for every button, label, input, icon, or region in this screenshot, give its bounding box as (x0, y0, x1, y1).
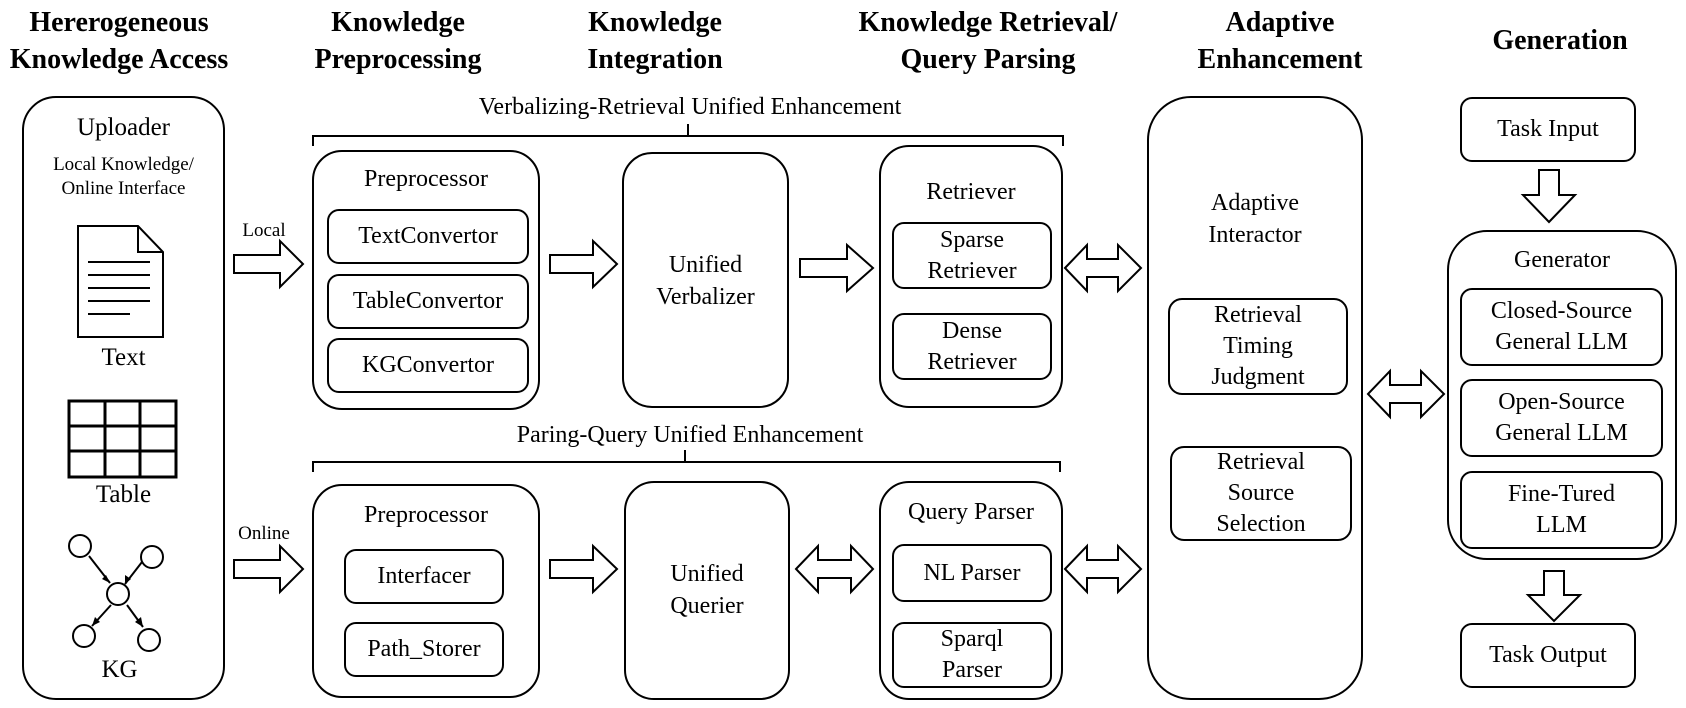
source-line-1: Retrieval (1217, 449, 1305, 475)
source-line-3: Selection (1216, 511, 1306, 537)
top-preprocessor-title: Preprocessor (364, 166, 488, 192)
header-line: Hererogeneous (29, 7, 209, 38)
sparse-line-1: Sparse (940, 226, 1004, 253)
header-integration: Knowledge Integration (560, 4, 750, 78)
timing-line-3: Judgment (1211, 364, 1305, 390)
dense-line-1: Dense (942, 317, 1002, 344)
querier-line-2: Querier (670, 593, 744, 619)
top-bracket-label: Verbalizing-Retrieval Unified Enhancemen… (478, 94, 902, 120)
query-parser-title: Query Parser (908, 499, 1034, 525)
uploader-title: Uploader (76, 114, 171, 141)
dense-retriever-box: Dense Retriever (892, 313, 1052, 380)
header-line: Adaptive (1225, 7, 1335, 38)
unified-querier-box (624, 481, 790, 700)
kg-label: KG (101, 656, 138, 683)
knowledge-graph-icon (68, 534, 164, 652)
querier-line-1: Unified (670, 561, 744, 587)
text-label: Text (101, 344, 146, 371)
header-line: Preprocessing (314, 44, 482, 75)
header-preprocessing: Knowledge Preprocessing (288, 4, 508, 78)
online-label: Online (238, 523, 290, 544)
interfacer-box: Interfacer (344, 549, 504, 604)
header-line: Knowledge Retrieval/ (858, 7, 1118, 38)
arrow-icon (549, 238, 619, 290)
table-icon (67, 399, 178, 479)
header-generation: Generation (1460, 22, 1660, 59)
closed-source-llm-box: Closed-Source General LLM (1460, 288, 1663, 366)
top-bracket (312, 124, 1064, 146)
bottom-bracket (312, 450, 1061, 472)
open-line-2: General LLM (1495, 420, 1628, 446)
kg-convertor-box: KGConvertor (327, 338, 529, 393)
dense-line-2: Retriever (927, 348, 1017, 375)
double-arrow-icon (1063, 543, 1143, 595)
double-arrow-icon (1366, 368, 1446, 420)
header-line: Knowledge (588, 7, 722, 38)
text-convertor-box: TextConvertor (327, 209, 529, 264)
verbalizer-line-1: Unified (668, 252, 743, 278)
retrieval-source-box: Retrieval Source Selection (1170, 446, 1352, 541)
fine-tuned-llm-box: Fine-Tured LLM (1460, 471, 1663, 549)
arrow-icon (233, 238, 305, 290)
generator-title: Generator (1514, 247, 1610, 273)
header-heterogeneous-access: Hererogeneous Knowledge Access (0, 4, 238, 78)
sparse-retriever-box: Sparse Retriever (892, 222, 1052, 289)
header-line: Knowledge (331, 7, 465, 38)
document-icon (77, 225, 164, 338)
sparql-line-1: Sparql (940, 626, 1004, 652)
local-label: Local (242, 220, 286, 241)
open-line-1: Open-Source (1498, 389, 1625, 415)
down-arrow-icon (1520, 169, 1578, 224)
sparql-parser-box: Sparql Parser (892, 622, 1052, 688)
fine-line-2: LLM (1536, 512, 1587, 538)
fine-line-1: Fine-Tured (1507, 481, 1616, 507)
open-source-llm-box: Open-Source General LLM (1460, 379, 1663, 457)
timing-line-2: Timing (1223, 333, 1293, 359)
path-storer-box: Path_Storer (344, 622, 504, 677)
sparql-line-2: Parser (942, 657, 1002, 683)
double-arrow-icon (1063, 242, 1143, 294)
verbalizer-line-2: Verbalizer (656, 284, 755, 310)
bottom-preprocessor-title: Preprocessor (364, 502, 488, 528)
closed-line-1: Closed-Source (1490, 298, 1633, 324)
header-line: Enhancement (1197, 44, 1363, 75)
adaptive-title-1: Adaptive (1211, 190, 1299, 216)
nl-parser-box: NL Parser (892, 544, 1052, 602)
sparse-line-2: Retriever (927, 257, 1017, 284)
table-convertor-box: TableConvertor (327, 274, 529, 329)
task-output-box: Task Output (1460, 623, 1636, 688)
header-line: Integration (587, 44, 723, 75)
table-label: Table (95, 481, 152, 508)
header-line: Generation (1492, 25, 1628, 56)
timing-line-1: Retrieval (1214, 302, 1302, 328)
uploader-subtitle-1: Local Knowledge/ (53, 154, 194, 175)
arrow-icon (799, 242, 875, 294)
unified-verbalizer-box (622, 152, 789, 408)
header-adaptive-enhancement: Adaptive Enhancement (1180, 4, 1380, 78)
arrow-icon (549, 543, 619, 595)
double-arrow-icon (794, 543, 875, 595)
header-retrieval-parsing: Knowledge Retrieval/ Query Parsing (838, 4, 1138, 78)
adaptive-title-2: Interactor (1208, 222, 1302, 248)
header-line: Query Parsing (900, 44, 1076, 75)
adaptive-interactor-panel (1147, 96, 1363, 700)
arrow-icon (233, 543, 305, 595)
uploader-subtitle-2: Online Interface (61, 178, 186, 199)
bottom-bracket-label: Paring-Query Unified Enhancement (516, 422, 864, 448)
task-input-box: Task Input (1460, 97, 1636, 162)
closed-line-2: General LLM (1495, 329, 1628, 355)
retrieval-timing-box: Retrieval Timing Judgment (1168, 298, 1348, 395)
header-line: Knowledge Access (9, 44, 229, 75)
source-line-2: Source (1227, 480, 1295, 506)
retriever-title: Retriever (926, 179, 1016, 205)
down-arrow-icon (1525, 570, 1583, 623)
